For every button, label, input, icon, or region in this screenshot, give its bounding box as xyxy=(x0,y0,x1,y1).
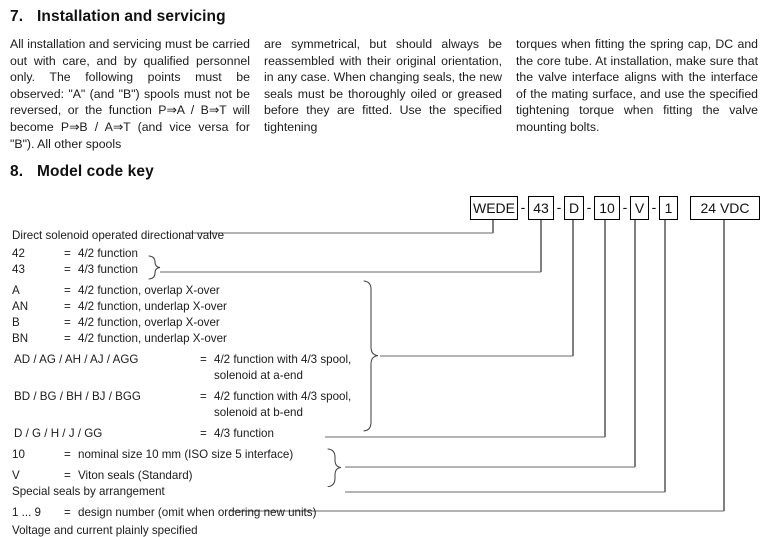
legend-desc: 4/2 function, overlap X-over xyxy=(78,284,220,297)
legend-desc: Direct solenoid operated directional val… xyxy=(12,229,225,242)
legend-code: V xyxy=(12,469,20,482)
legend-code: D / G / H / J / GG xyxy=(14,427,103,440)
code-box-seals[interactable]: V xyxy=(630,196,649,220)
legend-equals: = xyxy=(200,427,207,440)
section-number: 7. xyxy=(10,8,24,25)
legend-code: 43 xyxy=(12,263,25,276)
legend-desc: 4/2 function xyxy=(78,247,138,260)
brace-seals xyxy=(327,448,342,488)
section-title: Installation and servicing xyxy=(37,8,226,25)
legend-equals: = xyxy=(200,353,207,366)
body-paragraph: torques when fitting the spring cap, DC … xyxy=(516,37,758,134)
code-box-function[interactable]: 43 xyxy=(528,196,554,220)
code-box-design[interactable]: 1 xyxy=(659,196,678,220)
legend-equals: = xyxy=(64,284,71,297)
section-number: 8. xyxy=(10,163,24,180)
legend-desc-continued: solenoid at b-end xyxy=(214,406,303,419)
legend-desc: 4/2 function, underlap X-over xyxy=(78,332,227,345)
legend-equals: = xyxy=(64,469,71,482)
code-separator-3: - xyxy=(586,199,592,215)
body-paragraph: are symmetrical, but should always be re… xyxy=(264,37,502,134)
installation-body-columns: All installation and servicing must be c… xyxy=(10,36,758,152)
legend-code: BN xyxy=(12,332,29,345)
legend-desc: 4/3 function xyxy=(78,263,138,276)
legend-desc: 4/2 function with 4/3 spool, xyxy=(214,353,352,366)
legend-equals: = xyxy=(200,390,207,403)
legend-desc: 4/2 function with 4/3 spool, xyxy=(214,390,352,403)
body-column-3: torques when fitting the spring cap, DC … xyxy=(516,36,758,152)
code-separator-1: - xyxy=(520,199,526,215)
code-separator-4: - xyxy=(622,199,628,215)
legend-desc: Special seals by arrangement xyxy=(12,485,165,498)
legend-desc: 4/3 function xyxy=(214,427,274,440)
legend-equals: = xyxy=(64,300,71,313)
code-box-voltage[interactable]: 24 VDC xyxy=(690,196,760,220)
legend-code: AN xyxy=(12,300,29,313)
brace-spool xyxy=(363,280,379,432)
legend-code: B xyxy=(12,316,20,329)
code-separator-5: - xyxy=(651,199,657,215)
legend-equals: = xyxy=(64,506,71,519)
code-separator-2: - xyxy=(556,199,562,215)
legend-desc: 4/2 function, overlap X-over xyxy=(78,316,220,329)
legend-code: 1 ... 9 xyxy=(12,506,42,519)
legend-desc: design number (omit when ordering new un… xyxy=(78,506,317,519)
legend-code: 10 xyxy=(12,448,25,461)
body-paragraph: All installation and servicing must be c… xyxy=(10,37,250,151)
legend-code: AD / AG / AH / AJ / AGG xyxy=(14,353,139,366)
section-heading-model-code: 8. Model code key xyxy=(10,163,154,181)
legend-equals: = xyxy=(64,316,71,329)
legend-equals: = xyxy=(64,448,71,461)
code-box-series[interactable]: WEDE xyxy=(470,196,518,220)
legend-desc: Viton seals (Standard) xyxy=(78,469,193,482)
legend-code: 42 xyxy=(12,247,25,260)
body-column-2: are symmetrical, but should always be re… xyxy=(264,36,502,152)
legend-code: BD / BG / BH / BJ / BGG xyxy=(14,390,141,403)
legend-equals: = xyxy=(64,263,71,276)
legend-equals: = xyxy=(64,332,71,345)
section-title: Model code key xyxy=(37,163,154,180)
legend-desc: nominal size 10 mm (ISO size 5 interface… xyxy=(78,448,294,461)
section-heading-installation: 7. Installation and servicing xyxy=(10,8,226,26)
code-box-size[interactable]: 10 xyxy=(594,196,620,220)
body-column-1: All installation and servicing must be c… xyxy=(10,36,250,152)
legend-code: A xyxy=(12,284,20,297)
legend-desc-continued: solenoid at a-end xyxy=(214,369,303,382)
legend-desc: Voltage and current plainly specified xyxy=(12,524,198,537)
code-box-spool[interactable]: D xyxy=(564,196,584,220)
legend-equals: = xyxy=(64,247,71,260)
legend-desc: 4/2 function, underlap X-over xyxy=(78,300,227,313)
brace-function xyxy=(148,255,161,280)
